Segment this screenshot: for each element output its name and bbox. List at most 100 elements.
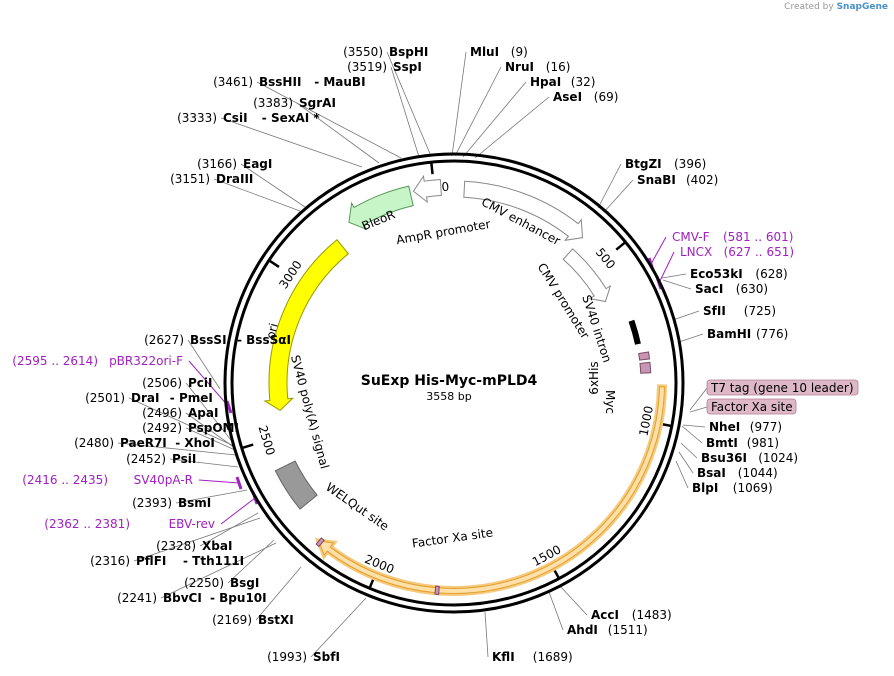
enzyme-name: SnaBI — [637, 173, 676, 187]
feature-myc[interactable] — [639, 361, 652, 374]
enzyme-label[interactable]: (2627)BssSI- BssSαI — [144, 333, 291, 347]
enzyme-label[interactable]: (2250)BsgI — [184, 576, 259, 590]
feature-sv40-poly-a-signal[interactable] — [274, 460, 318, 510]
enzyme-leader-line — [390, 66, 420, 158]
enzyme-label[interactable]: SnaBI(402) — [637, 173, 718, 187]
enzyme-position: (32) — [571, 75, 596, 89]
enzyme-label[interactable]: (2496)ApaI — [142, 406, 218, 420]
tick-mark — [615, 241, 627, 251]
feature-cmv-enhancer[interactable] — [463, 180, 584, 241]
enzyme-label[interactable]: MluI(9) — [470, 45, 528, 59]
enzyme-label[interactable]: (3333)CsiI- SexAI * — [177, 111, 320, 125]
enzyme-position: (3151) — [170, 172, 210, 186]
enzyme-name: AccI — [591, 608, 619, 622]
enzyme-name: Eco53kI — [690, 267, 743, 281]
enzyme-label[interactable]: (2492) PspOMI — [142, 421, 239, 435]
enzyme-label[interactable]: Eco53kI(628) — [690, 267, 788, 281]
enzyme-label[interactable]: BsaI(1044) — [697, 466, 778, 480]
enzyme-name: BlpI — [692, 481, 718, 495]
enzyme-label[interactable]: (3461)BssHII- MauBI — [213, 75, 365, 89]
enzyme-label[interactable]: AhdI(1511) — [567, 623, 648, 637]
enzyme-label[interactable]: KflI(1689) — [492, 650, 573, 664]
feature-factor-xa-site[interactable] — [434, 585, 440, 595]
boxed-feature-label[interactable]: Factor Xa site — [706, 398, 797, 415]
enzyme-label[interactable]: (2393)BsmI — [132, 496, 211, 510]
enzyme-label[interactable]: BlpI(1069) — [692, 481, 773, 495]
primer-range: (2362 .. 2381) — [44, 517, 130, 531]
enzyme-name: SgrAI — [299, 96, 336, 110]
primer-name: CMV-F — [672, 230, 710, 244]
enzyme-label[interactable]: BtgZI(396) — [625, 157, 706, 171]
backbone-outer-ring — [223, 152, 685, 614]
enzyme-label[interactable]: HpaI(32) — [530, 75, 595, 89]
enzyme-leader-line — [678, 333, 704, 343]
enzyme-label[interactable]: BmtI(981) — [706, 436, 779, 450]
enzyme-label[interactable]: SfII(725) — [703, 304, 776, 318]
enzyme-label[interactable]: (2506)PciI — [142, 376, 212, 390]
enzyme-name: AseI — [553, 90, 582, 104]
enzyme-name: BssSI — [190, 333, 227, 347]
feature-welqut-site[interactable] — [315, 537, 325, 548]
enzyme-label[interactable]: Bsu36I(1024) — [701, 451, 798, 465]
enzyme-label[interactable]: (2452)PsiI — [126, 452, 196, 466]
primer-label[interactable]: (2416 .. 2435)SV40pA-R — [22, 473, 193, 487]
enzyme-leader-line — [117, 442, 237, 456]
enzyme-label[interactable]: NheI(977) — [709, 420, 782, 434]
enzyme-position: (2452) — [126, 452, 166, 466]
primer-label[interactable]: (2595 .. 2614)pBR322ori-F — [12, 354, 183, 368]
enzyme-label[interactable]: AccI(1483) — [591, 608, 672, 622]
primer-label[interactable]: CMV-F(581 .. 601) — [672, 230, 793, 244]
enzyme-leader-line — [548, 591, 564, 631]
enzyme-label[interactable]: AseI(69) — [553, 90, 618, 104]
enzyme-leader-line — [559, 585, 588, 616]
enzyme-leader-line — [451, 51, 467, 157]
feature-sv40-intron[interactable] — [628, 319, 641, 345]
enzyme-label[interactable]: (3166) EagI — [197, 157, 272, 171]
enzyme-label[interactable]: (1993)SbfI — [267, 650, 340, 664]
leader-lines — [117, 51, 708, 658]
enzyme-label[interactable]: (3151)DraIII — [170, 172, 253, 186]
enzyme-position: (3166) — [197, 157, 237, 171]
enzyme-position: (1044) — [738, 466, 778, 480]
enzyme-label[interactable]: (3550)BspHI — [343, 45, 428, 59]
feature-bleor[interactable] — [348, 185, 414, 231]
primer-leader-line — [198, 479, 240, 484]
enzyme-leader-line — [597, 163, 622, 209]
enzyme-name: BstXI — [258, 613, 294, 627]
enzyme-leader-line — [175, 489, 248, 504]
feature-cmv-promoter[interactable] — [562, 248, 612, 303]
enzyme-position: (2492) — [142, 421, 182, 435]
enzyme-position: (3550) — [343, 45, 383, 59]
enzyme-label[interactable]: SacI(630) — [695, 282, 768, 296]
enzyme-label[interactable]: (2316)PflFI- Tth111I — [90, 554, 244, 568]
enzyme-label[interactable]: (2328)XbaI — [156, 539, 232, 553]
enzyme-position: (2241) — [117, 591, 157, 605]
feature-6xhis[interactable] — [638, 351, 651, 361]
enzyme-leader-line — [661, 273, 687, 279]
enzyme-position: (9) — [511, 45, 528, 59]
primer-label[interactable]: (2362 .. 2381)EBV-rev — [44, 517, 215, 531]
feature-ori[interactable] — [263, 239, 350, 412]
enzyme-label[interactable]: (2501)DraI- PmeI — [85, 391, 213, 405]
enzyme-leader-line — [386, 51, 432, 157]
enzyme-label[interactable]: (2480)PaeR7I- XhoI — [74, 436, 215, 450]
primer-label[interactable]: LNCX(627 .. 651) — [680, 245, 794, 259]
watermark-brand: SnapGene — [836, 2, 888, 12]
enzyme-leader-line — [675, 460, 689, 489]
enzyme-label[interactable]: (2169)BstXI — [212, 613, 294, 627]
enzyme-position: (977) — [750, 420, 782, 434]
feature-ampr-promoter[interactable] — [412, 174, 442, 204]
enzyme-label[interactable]: (3383) SgrAI — [253, 96, 336, 110]
boxed-feature-label[interactable]: T7 tag (gene 10 leader) — [706, 379, 859, 396]
watermark-created-by: Created by — [784, 2, 834, 12]
enzyme-leader-line — [680, 442, 698, 459]
enzyme-name-extra: - BssSαI — [237, 333, 291, 347]
enzyme-name: EagI — [243, 157, 272, 171]
enzyme-label[interactable]: BamHI(776) — [707, 327, 788, 341]
enzyme-label[interactable]: (2241)BbvCI- Bpu10I — [117, 591, 267, 605]
enzyme-position: (3383) — [253, 96, 293, 110]
enzyme-label[interactable]: (3519)SspI — [347, 60, 422, 74]
enzyme-label[interactable]: NruI(16) — [505, 60, 570, 74]
enzyme-name: PspOMI — [188, 421, 239, 435]
